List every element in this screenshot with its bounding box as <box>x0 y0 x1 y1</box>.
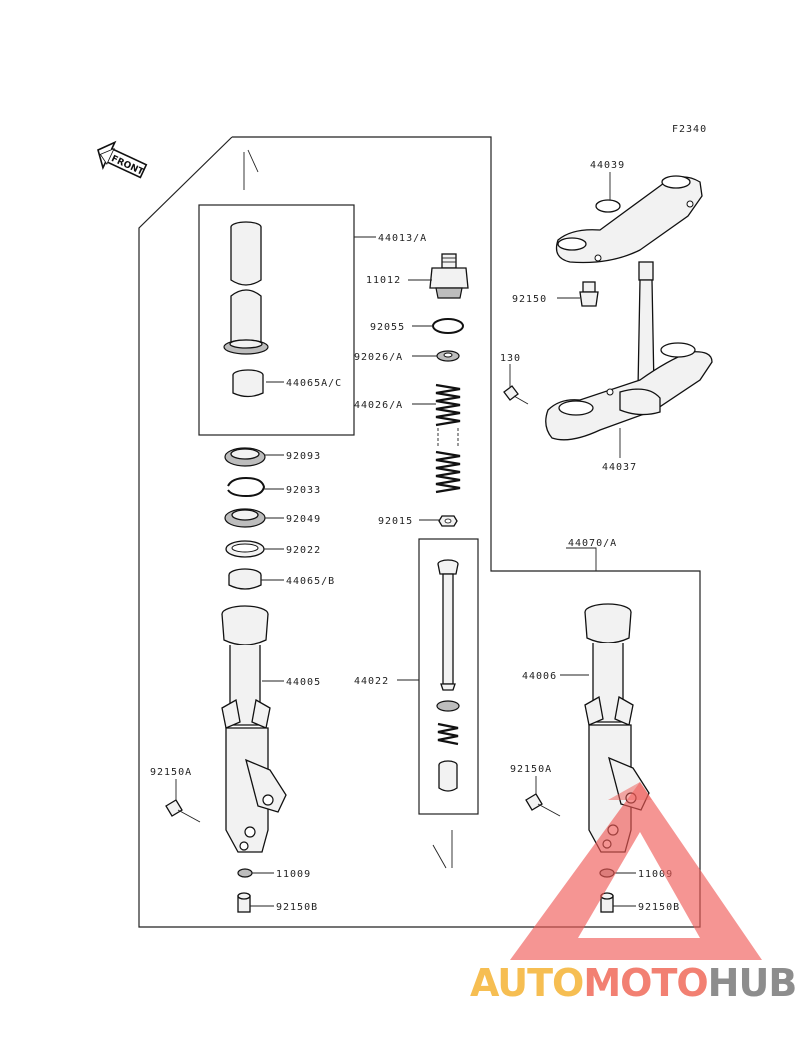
label-44039: 44039 <box>590 160 625 171</box>
label-92026a: 92026/A <box>354 352 403 363</box>
label-92150b-right: 92150B <box>638 902 680 913</box>
label-92049: 92049 <box>286 514 321 525</box>
stem-lower-bracket-44037 <box>545 261 713 441</box>
label-11009-left: 11009 <box>276 869 311 880</box>
label-11012: 11012 <box>366 275 401 286</box>
main-assembly-frame <box>138 136 701 928</box>
label-92150: 92150 <box>512 294 547 305</box>
damper-rod-box <box>418 538 479 815</box>
top-bolt-11012 <box>429 253 469 299</box>
damper-rod-44022 <box>436 559 460 792</box>
label-44013a: 44013/A <box>378 233 427 244</box>
watermark-hub: HUB <box>708 961 797 1005</box>
svg-text:AUTOMOTOHUB: AUTOMOTOHUB <box>470 961 796 1005</box>
label-44037: 44037 <box>602 462 637 473</box>
washer-92022 <box>225 540 265 558</box>
watermark-auto: AUTO <box>470 961 583 1005</box>
front-direction-arrow: FRONT <box>97 140 148 179</box>
label-44022: 44022 <box>354 676 389 687</box>
oil-seal-92093 <box>224 447 266 467</box>
bolt-92150a-right <box>525 793 561 817</box>
fork-spring-44026a <box>435 383 461 494</box>
label-44026a: 44026/A <box>354 400 403 411</box>
bush-44065b <box>228 568 262 590</box>
diagram-code: F2340 <box>672 124 707 135</box>
o-ring-92055 <box>432 318 464 334</box>
label-44065ac: 44065A/C <box>286 378 342 389</box>
inner-tube-part <box>223 221 269 355</box>
inner-pipe-box <box>198 204 355 436</box>
watermark-triangle-logo <box>510 782 762 960</box>
bolt-130 <box>503 385 529 405</box>
automotohub-watermark: AUTOMOTOHUB <box>470 782 797 1005</box>
bolt-92150 <box>579 281 599 307</box>
gasket-11009-left <box>237 868 253 878</box>
bush-44065ac <box>232 369 264 398</box>
label-44005: 44005 <box>286 677 321 688</box>
oil-seal-92049 <box>224 508 266 528</box>
label-92055: 92055 <box>370 322 405 333</box>
washer-92026a <box>436 350 460 362</box>
label-92150a-left: 92150A <box>150 767 192 778</box>
label-11009-right: 11009 <box>638 869 673 880</box>
upper-bracket-44039 <box>555 175 703 264</box>
watermark-moto: MOTO <box>583 961 707 1005</box>
label-130: 130 <box>500 353 521 364</box>
leader-lines <box>175 172 636 907</box>
break-mark-bottom-2 <box>432 844 447 869</box>
label-92150b-left: 92150B <box>276 902 318 913</box>
label-44006: 44006 <box>522 671 557 682</box>
label-44065b: 44065/B <box>286 576 335 587</box>
bolt-92150b-right <box>600 892 614 913</box>
label-44070a: 44070/A <box>568 538 617 549</box>
label-92015: 92015 <box>378 516 413 527</box>
circlip-92033 <box>227 476 266 498</box>
bolt-92150b-left <box>237 892 251 913</box>
label-92093: 92093 <box>286 451 321 462</box>
bolt-92150a-left <box>165 799 201 823</box>
nut-92015 <box>438 515 458 527</box>
label-92150a-right: 92150A <box>510 764 552 775</box>
break-mark-top-2 <box>247 149 259 173</box>
outer-tube-left-44005 <box>221 605 287 853</box>
label-92022: 92022 <box>286 545 321 556</box>
label-92033: 92033 <box>286 485 321 496</box>
